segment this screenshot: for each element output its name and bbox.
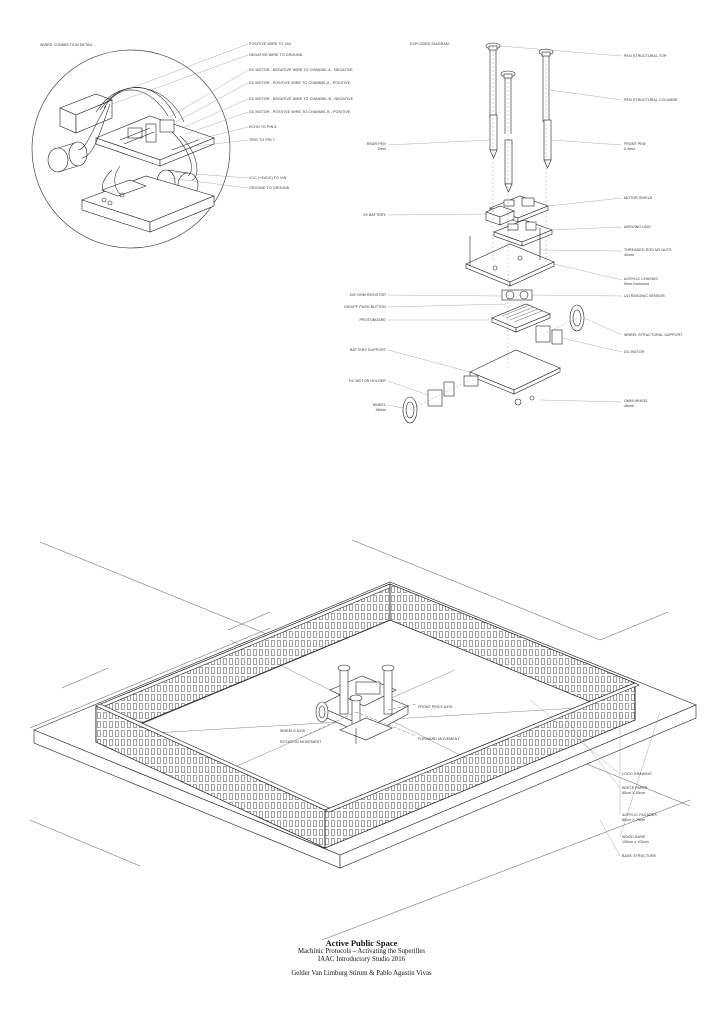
exploded-label-left: ON/OFF PUSH BUTTON: [343, 305, 386, 309]
detail-lower-chassis: [81, 175, 215, 233]
exploded-label-left: DC MOTOR HOLDER: [349, 379, 386, 383]
exploded-label-left: PROTOBOARD: [359, 318, 386, 322]
exploded-heading: EXPLODED DIAGRAM: [410, 42, 449, 46]
exploded-label-right: OMNI WHEEL: [624, 399, 649, 403]
poster-title: Active Public Space: [325, 938, 398, 948]
wiring-label: POSITIVE WIRE TO VIN: [249, 42, 291, 46]
isometric-site: [29, 539, 697, 941]
wiring-label: VCC (+5VDC) TO VIN: [249, 176, 287, 180]
wiring-label: DC MOTOR - POSITIVE WIRE TO CHANNEL B - …: [249, 110, 351, 114]
movement-axes: [299, 703, 417, 739]
acrylic-chassis-bottom: [463, 349, 561, 406]
legend-label-sub: 85cm X 75cm: [622, 818, 646, 822]
exploded-label-left: 9V BATTERY: [363, 213, 386, 217]
wiring-heading: WIRED CONNECTION DETAIL: [40, 43, 93, 47]
wiring-label: NEGATIVE WIRE TO GROUND: [249, 53, 303, 57]
detail-battery: [59, 93, 113, 134]
exploded-label-right: ULTRASONIC SENSOR: [624, 294, 665, 298]
exploded-label-left: WHEEL: [372, 403, 386, 407]
legend-label: WOOD BASE: [622, 835, 646, 839]
pen-columns: [485, 42, 554, 193]
exploded-label-right: ACRYLIC CHASSIS: [624, 277, 658, 281]
title-block: Active Public Space Machinic Protocols –…: [0, 938, 723, 978]
exploded-label-left-sub: 48mm: [375, 408, 386, 412]
wiring-label: DC MOTOR - NEGATIVE WIRE TO CHANNEL B - …: [249, 97, 354, 101]
exploded-label-right: THREADED ROD M3 NUTS: [624, 248, 672, 252]
detail-upper-board: [95, 115, 215, 167]
exploded-label-right: PEN STRUCTURAL TOP: [624, 54, 667, 58]
exploded-diagram: [387, 42, 623, 424]
wiring-leaders: [109, 43, 249, 189]
wiring-label: DC MOTOR - POSITIVE WIRE TO CHANNEL A - …: [249, 81, 351, 85]
facade-front-left: [95, 703, 330, 849]
iso-label: FRONT PEN'S AXIS: [418, 705, 453, 709]
wiring-label: DC MOTOR - NEGATIVE WIRE TO CHANNEL A - …: [249, 68, 353, 72]
exploded-label-left: REAR PEN: [366, 142, 386, 146]
legend-leaders: [529, 699, 661, 857]
exploded-label-left: 10K OHM RESISTOR: [349, 293, 386, 297]
assembly-axes: [409, 46, 578, 411]
exploded-label-right-sub: 0.4mm: [624, 147, 636, 151]
legend-label-sub: 85cm X 85cm: [622, 791, 646, 795]
iso-label: WHEELS AXIS: [280, 729, 306, 733]
exploded-label-right-sub: 40mm: [624, 253, 635, 257]
poster-studio: IAAC Introductory Studio 2016: [317, 956, 406, 963]
exploded-label-right: MOTOR SHIELD: [624, 196, 653, 200]
legend-label: BASE STRUCTURE: [622, 854, 657, 858]
wiring-detail: [31, 43, 249, 249]
exploded-label-right: ARDUINO UNO: [624, 225, 651, 229]
ultrasonic-sensor: [501, 289, 533, 301]
protoboard: [491, 303, 551, 333]
legend-label: LOGO DRAWING: [622, 772, 652, 776]
wiring-label: TRIG TO PIN 7: [249, 138, 275, 142]
iso-label: ROTATION MOVEMENT: [280, 740, 322, 744]
exploded-leaders-right: [499, 45, 623, 403]
wiring-label: GROUND TO GROUND: [249, 186, 290, 190]
exploded-label-right-sub: 5mm thickness: [624, 282, 650, 286]
exploded-label-right: PEN STRUCTURAL COLUMNE: [624, 98, 678, 102]
poster-subtitle: Machinic Protocols – Activating the Supe…: [297, 948, 426, 955]
exploded-label-right: WHEEL STRUCTURAL SUPPORT: [624, 333, 683, 337]
wiring-detail-circle: [31, 49, 231, 249]
legend-label: WHITE PAPER: [622, 786, 648, 790]
exploded-label-right: DC MOTOR: [624, 350, 645, 354]
exploded-leaders-left: [387, 139, 507, 409]
exploded-label-right: FRONT PEN: [624, 142, 646, 146]
facade-back-left: [95, 583, 395, 743]
exploded-label-left-sub: 2mm: [377, 147, 386, 151]
facade-front-right: [324, 682, 640, 849]
exploded-label-left: BATTERY SUPPORT: [350, 348, 386, 352]
acrylic-chassis-top: [465, 228, 555, 287]
legend-label-sub: 100cm x 100cm: [622, 840, 649, 844]
detail-wires: [77, 87, 198, 195]
wiring-label: ECHO TO PIN 6: [249, 125, 277, 129]
legend-label: ACRYLIC FACADES: [622, 813, 657, 817]
exploded-label-right-sub: 48mm: [624, 404, 635, 408]
poster-authors: Gelder Van Limburg Stirum & Pablo Agusti…: [291, 970, 432, 977]
robot-model: [315, 664, 409, 744]
iso-label: FORWARD MOVEMENT: [418, 737, 460, 741]
